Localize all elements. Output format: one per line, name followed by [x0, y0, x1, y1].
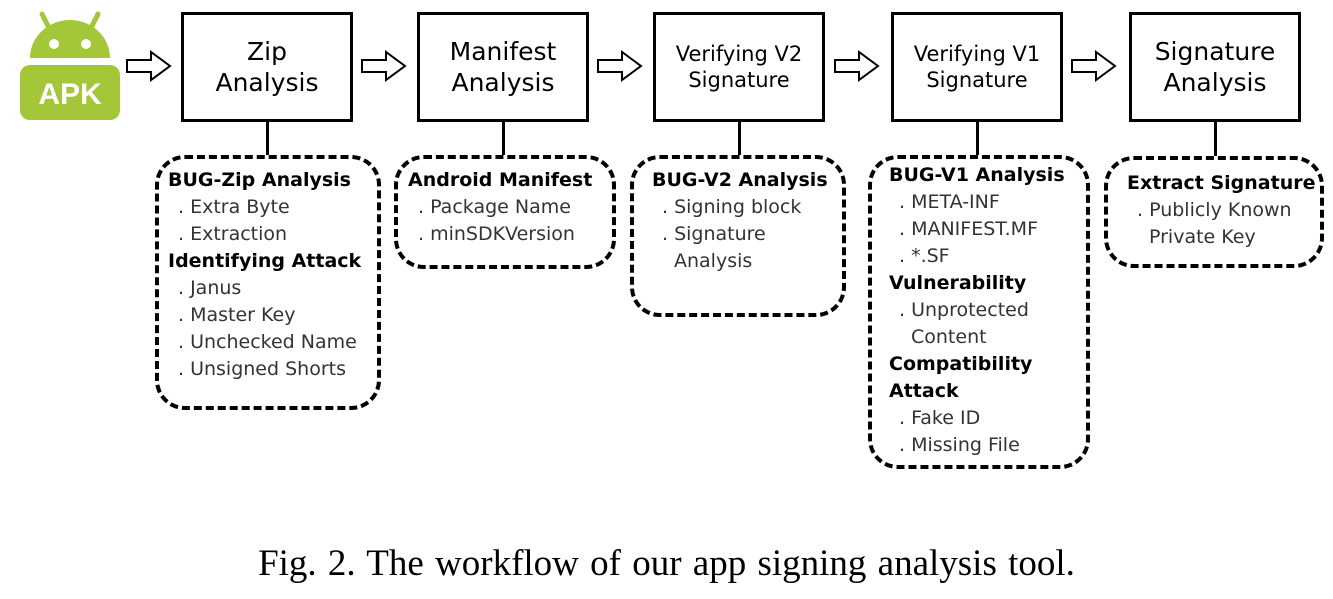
apk-logo: APK [18, 10, 122, 122]
stage-manifest-analysis: Manifest Analysis [417, 12, 589, 122]
detail-content-zip: BUG-Zip Analysis . Extra Byte . Extraction… [168, 167, 361, 383]
list-item: . Extraction [178, 223, 288, 245]
stage-verifying-v2: Verifying V2 Signature [653, 12, 825, 122]
list-item: . Fake ID [899, 407, 981, 429]
stage-title: Zip Analysis [215, 36, 319, 97]
list-item: Private Key [1149, 226, 1256, 248]
arrow-icon [834, 50, 880, 82]
connector-line [976, 122, 979, 158]
section-title: Attack [889, 380, 959, 402]
detail-content-v1: BUG-V1 Analysis . META-INF . MANIFEST.MF . … [889, 162, 1065, 459]
detail-content-manifest: Android Manifest . Package Name . minSDKVe… [408, 167, 592, 248]
arrows-layer [126, 50, 1117, 82]
section-title: Identifying Attack [168, 250, 362, 272]
arrow-icon [126, 50, 172, 82]
list-item: Analysis [674, 250, 753, 272]
figure-caption: Fig. 2. The workflow of our app signing … [258, 543, 1075, 584]
arrow-icon [597, 50, 643, 82]
list-item: . Unchecked Name [178, 331, 357, 353]
stage-title: Signature Analysis [1154, 36, 1276, 97]
list-item: . Unsigned Shorts [178, 358, 346, 380]
arrow-icon [361, 50, 407, 82]
section-title: Android Manifest [408, 169, 593, 191]
detail-box-zip [155, 155, 381, 410]
list-item: . Signature [662, 223, 766, 245]
list-item: . Extra Byte [178, 196, 290, 218]
stage-zip-analysis: Zip Analysis [181, 12, 353, 122]
list-item: . *.SF [899, 245, 950, 267]
list-item: . Unprotected [899, 299, 1029, 321]
list-item: . Master Key [178, 304, 296, 326]
list-item: . Publicly Known [1137, 199, 1292, 221]
section-title: Extract Signature [1127, 172, 1316, 194]
list-item: . Missing File [899, 434, 1020, 456]
section-title: BUG-Zip Analysis [168, 169, 351, 191]
stage-signature-analysis: Signature Analysis [1129, 12, 1301, 122]
section-title: Compatibility [889, 353, 1033, 375]
list-item: . Package Name [418, 196, 571, 218]
list-item: Content [911, 326, 987, 348]
detail-box-signature [1104, 156, 1324, 268]
arrow-icon [1071, 50, 1117, 82]
detail-box-manifest [394, 155, 616, 269]
list-item: . MANIFEST.MF [899, 218, 1038, 240]
apk-label: APK [38, 78, 102, 111]
connector-line [266, 122, 269, 158]
connector-line [1214, 122, 1217, 160]
section-title: Vulnerability [889, 272, 1027, 294]
list-item: . Janus [178, 277, 242, 299]
list-item: . minSDKVersion [418, 223, 575, 245]
stage-verifying-v1: Verifying V1 Signature [891, 12, 1063, 122]
list-item: . Signing block [662, 196, 802, 218]
stage-title: Verifying V1 Signature [913, 41, 1041, 92]
detail-box-v2 [630, 155, 846, 317]
list-item: . META-INF [899, 191, 1000, 213]
section-title: BUG-V1 Analysis [889, 164, 1065, 186]
stage-title: Manifest Analysis [449, 36, 557, 97]
connector-line [738, 122, 741, 158]
detail-content-v2: BUG-V2 Analysis . Signing block . Signatur… [652, 167, 828, 275]
section-title: BUG-V2 Analysis [652, 169, 828, 191]
detail-box-v1 [868, 155, 1090, 469]
android-icon [20, 11, 120, 120]
stage-title: Verifying V2 Signature [675, 41, 803, 92]
connector-line [502, 122, 505, 158]
